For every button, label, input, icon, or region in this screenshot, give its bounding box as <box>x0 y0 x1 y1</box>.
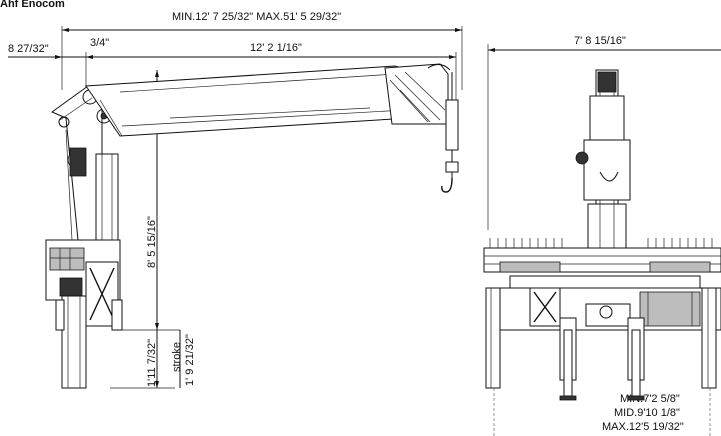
crane-side-view <box>45 63 459 389</box>
front-view-dimensions: 7' 8 15/16" MIN.7'2 5/8" MID.9'10 1/8" M… <box>487 35 721 433</box>
dim-outrigger-max: MAX.12'5 19/32" <box>602 421 684 433</box>
bolt-row <box>489 238 713 248</box>
crane-front-view <box>483 69 721 436</box>
dim-front-width: 7' 8 15/16" <box>574 35 626 47</box>
dim-total-height: 8' 5 15/16" <box>146 216 158 268</box>
page-heading: Ahf Enocom <box>0 0 65 10</box>
dim-boom-length: 12' 2 1/16" <box>250 42 302 54</box>
dim-small-offset: 3/4" <box>90 37 109 49</box>
dim-outrigger-mid: MID.9'10 1/8" <box>614 407 680 419</box>
dim-left-offset: 8 27/32" <box>8 43 49 55</box>
dim-overall-reach: MIN.12' 7 25/32" MAX.51' 5 29/32" <box>172 11 341 23</box>
dim-stroke-value: 1' 9 21/32" <box>184 334 196 386</box>
dim-stroke-label: stroke <box>171 342 183 372</box>
dim-leg-height: 1'11 7/32" <box>146 339 158 387</box>
side-view-dimensions: MIN.12' 7 25/32" MAX.51' 5 29/32" 8 27/3… <box>8 11 463 389</box>
